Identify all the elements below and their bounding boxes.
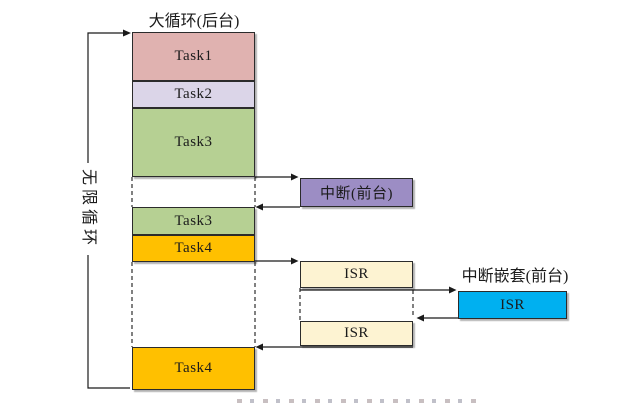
isr-label: ISR [344, 266, 369, 282]
task-box-task2: Task2 [132, 81, 255, 108]
task-box-task1: Task1 [132, 32, 255, 81]
interrupt-box: 中断(前台) [300, 178, 413, 207]
arrowhead-to-nested [449, 286, 457, 294]
interrupt-label: 中断(前台) [320, 186, 393, 202]
task-label: Task3 [174, 212, 213, 229]
task-box-task3-resumed: Task3 [132, 207, 255, 235]
arrowhead-loop-top [123, 29, 131, 37]
arrowhead-interrupt-return [255, 203, 263, 211]
task-label: Task2 [174, 86, 213, 102]
nested-interrupt-title: 中断嵌套(前台) [461, 268, 569, 285]
task-box-task4: Task4 [132, 235, 255, 262]
task-label: Task4 [174, 240, 213, 256]
arrowhead-isr-return [255, 343, 263, 351]
task-box-task4-resumed: Task4 [132, 347, 255, 390]
task-label: Task4 [174, 360, 213, 376]
diagram-title: 大循环(后台) [148, 13, 240, 30]
isr-label: ISR [344, 325, 369, 341]
cropped-caption-fragment [237, 399, 477, 403]
task-label: Task3 [174, 134, 213, 150]
isr-box-top: ISR [300, 261, 413, 288]
isr-box-bottom: ISR [300, 321, 413, 346]
nested-isr-box: ISR [458, 291, 567, 319]
arrowhead-to-interrupt [291, 173, 299, 181]
isr-label: ISR [500, 296, 525, 313]
task-box-task3: Task3 [132, 108, 255, 177]
task-label: Task1 [174, 48, 213, 64]
infinite-loop-label: 无限循环 [79, 163, 97, 255]
arrowhead-nested-return [416, 314, 424, 322]
arrowhead-to-isr [291, 257, 299, 265]
